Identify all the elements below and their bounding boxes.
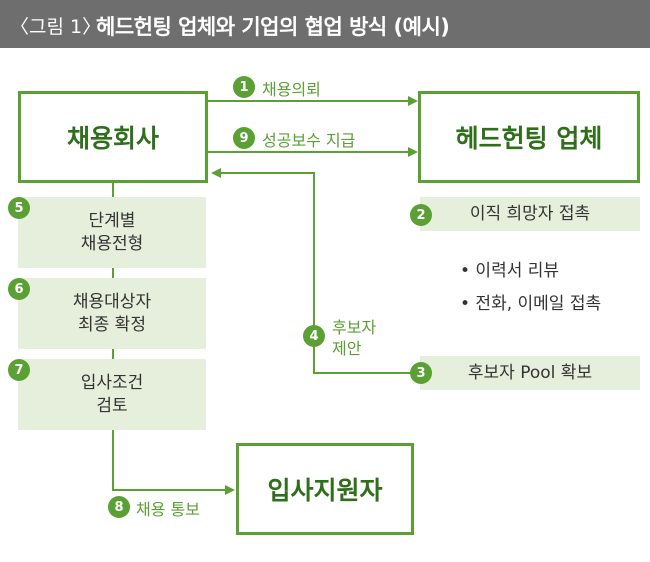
step-4-label: 후보자 제안 (332, 318, 377, 358)
step-7-badge: 7 (8, 359, 30, 381)
step-2-box: 이직 희망자 접촉 (420, 197, 640, 231)
step-5-label: 단계별 채용전형 (80, 210, 144, 254)
step-5-box: 단계별 채용전형 (18, 197, 206, 268)
node-hiring-company: 채용회사 (18, 91, 208, 183)
step-5-badge: 5 (8, 197, 30, 219)
step-4-badge: 4 (303, 325, 325, 347)
step-8-badge: 8 (108, 496, 130, 518)
step-6-box: 채용대상자 최종 확정 (18, 278, 206, 349)
step-8-label: 채용 통보 (136, 500, 200, 519)
bullet-resume-review: • 이력서 리뷰 (460, 261, 560, 281)
node-headhunting-firm: 헤드헌팅 업체 (418, 91, 640, 183)
step-9-label: 성공보수 지급 (262, 131, 356, 150)
title-bar: 〈그림 1〉 헤드헌팅 업체와 기업의 협업 방식 (예시) (0, 0, 650, 48)
step-3-label: 후보자 Pool 확보 (467, 362, 593, 383)
node-applicant: 입사지원자 (236, 443, 414, 535)
step-1-badge: 1 (233, 76, 255, 98)
step-9-badge: 9 (233, 127, 255, 149)
bullet-contact: • 전화, 이메일 접촉 (460, 294, 602, 314)
step-7-label: 입사조건 검토 (80, 372, 144, 416)
step-7-box: 입사조건 검토 (18, 359, 206, 430)
step-3-box: 후보자 Pool 확보 (420, 356, 640, 390)
step-2-label: 이직 희망자 접촉 (469, 203, 591, 224)
figure-number: 〈그림 1〉 (10, 16, 102, 38)
step-2-badge: 2 (410, 204, 432, 226)
arrow-candidate-proposal (211, 168, 418, 374)
figure-title: 헤드헌팅 업체와 기업의 협업 방식 (예시) (96, 15, 450, 39)
step-1-label: 채용의뢰 (262, 80, 321, 99)
step-3-badge: 3 (410, 362, 432, 384)
step-6-label: 채용대상자 최종 확정 (72, 291, 152, 335)
step-6-badge: 6 (8, 278, 30, 300)
